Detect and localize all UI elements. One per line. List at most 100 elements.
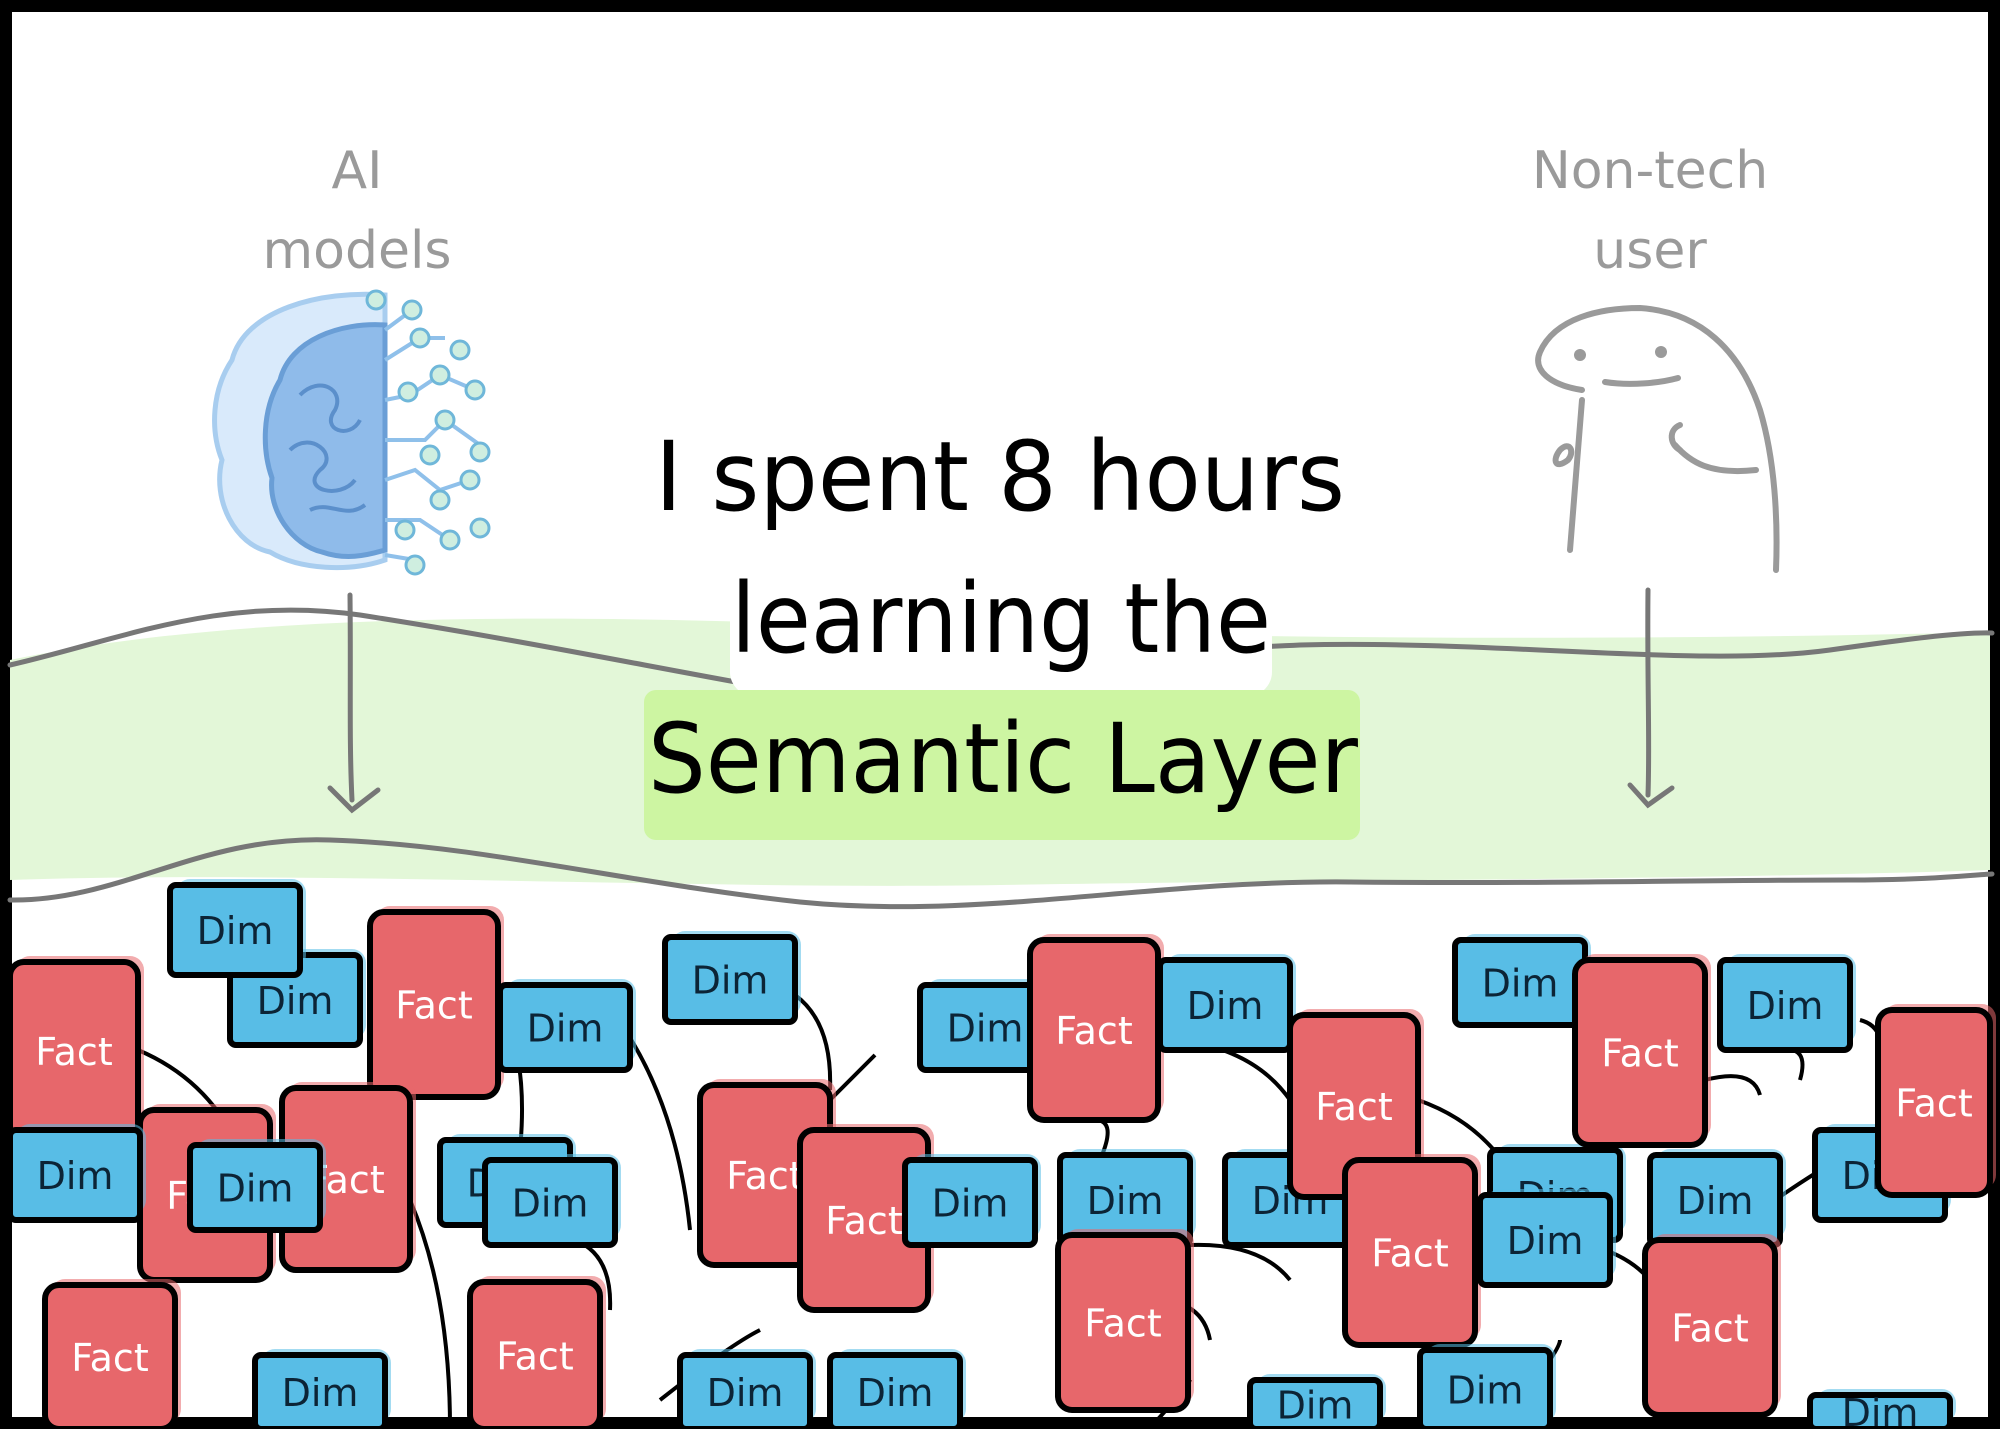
fact-table-label: Fact bbox=[825, 1199, 902, 1243]
data-model-tables: DimDimFactFactDimFactFactDimDimDimDimFac… bbox=[7, 879, 1996, 1429]
dim-table-box bbox=[1417, 1347, 1553, 1429]
dim-table: Dim bbox=[167, 879, 306, 978]
connector-line bbox=[408, 1199, 452, 1429]
fact-table: Fact bbox=[1055, 1229, 1194, 1413]
fact-table-label: Fact bbox=[1895, 1082, 1972, 1126]
dim-table-label: Dim bbox=[1087, 1179, 1164, 1223]
ai-models-label: AI bbox=[332, 141, 383, 201]
connector-line bbox=[828, 1053, 877, 1102]
dim-table-label: Dim bbox=[197, 909, 274, 953]
dim-table-label: Dim bbox=[527, 1007, 604, 1051]
dim-table-label: Dim bbox=[692, 959, 769, 1003]
fact-table-label: Fact bbox=[1601, 1032, 1678, 1076]
band-bottom-line bbox=[7, 837, 1995, 910]
dim-table-label: Dim bbox=[707, 1371, 784, 1415]
dim-table-label: Dim bbox=[947, 1007, 1024, 1051]
dim-table-label: Dim bbox=[282, 1371, 359, 1415]
dim-table-label: Dim bbox=[512, 1182, 589, 1226]
connector-line bbox=[793, 993, 833, 1091]
person-right-eye bbox=[1655, 346, 1667, 358]
fact-table-label: Fact bbox=[395, 984, 472, 1028]
headline-line-1: I spent 8 hours bbox=[655, 421, 1345, 533]
dim-table: Dim bbox=[1477, 1189, 1616, 1288]
dim-table-label: Dim bbox=[1507, 1219, 1584, 1263]
fact-table-label: Fact bbox=[1055, 1009, 1132, 1053]
connector-line bbox=[1704, 1074, 1762, 1096]
dim-table: Dim bbox=[1807, 1389, 1956, 1429]
dim-table-box bbox=[187, 1142, 323, 1233]
headline-line2-backing bbox=[730, 590, 1272, 696]
connector-line bbox=[1779, 1047, 1805, 1081]
circuit-nodes bbox=[365, 289, 491, 576]
fact-table: Fact bbox=[1287, 1009, 1424, 1200]
fact-table-label: Fact bbox=[496, 1335, 573, 1379]
dim-table-box bbox=[677, 1352, 813, 1429]
dim-table-label: Dim bbox=[1447, 1369, 1524, 1413]
dim-table-label: Dim bbox=[1747, 984, 1824, 1028]
dim-table: Dim bbox=[662, 931, 801, 1025]
fact-table: Fact bbox=[1572, 954, 1711, 1148]
fact-table-box bbox=[1342, 1157, 1478, 1348]
dim-table-box bbox=[1477, 1192, 1613, 1288]
dim-table-box bbox=[827, 1352, 963, 1429]
fact-table: Fact bbox=[42, 1279, 181, 1429]
dim-table: Dim bbox=[902, 1154, 1041, 1248]
connector-line bbox=[1189, 1242, 1292, 1282]
dim-table: Dim bbox=[1057, 1149, 1196, 1248]
dim-table: Dim bbox=[1717, 954, 1856, 1053]
dim-table-box bbox=[662, 934, 798, 1025]
dim-table-box bbox=[1157, 957, 1293, 1053]
dim-table: Dim bbox=[1157, 954, 1296, 1053]
dim-table: Dim bbox=[252, 1349, 391, 1429]
non-tech-user-label-2: user bbox=[1593, 221, 1707, 281]
semantic-highlight bbox=[644, 690, 1360, 840]
user-arrow bbox=[1627, 587, 1675, 809]
fact-table-label: Fact bbox=[1315, 1085, 1392, 1129]
dim-table: Dim bbox=[677, 1349, 816, 1429]
dim-table: Dim bbox=[187, 1139, 326, 1233]
fact-table: Fact bbox=[1875, 1004, 1996, 1198]
person-left-eye bbox=[1574, 349, 1586, 361]
fact-table: Fact bbox=[7, 956, 144, 1143]
dim-table: Dim bbox=[1417, 1344, 1556, 1429]
fact-table-box bbox=[1642, 1237, 1778, 1418]
dim-table-box bbox=[7, 1127, 143, 1223]
dim-table-label: Dim bbox=[857, 1371, 934, 1415]
fact-table-label: Fact bbox=[35, 1030, 112, 1074]
dim-table-label: Dim bbox=[1482, 962, 1559, 1006]
ai-arrow bbox=[327, 592, 381, 814]
fact-table-label: Fact bbox=[71, 1336, 148, 1380]
fact-table: Fact bbox=[1642, 1234, 1781, 1418]
dim-table: Dim bbox=[7, 1124, 146, 1223]
headline-line-2: learning the bbox=[731, 563, 1271, 675]
dim-table-label: Dim bbox=[1187, 984, 1264, 1028]
fact-table-label: Fact bbox=[726, 1154, 803, 1198]
fact-table-box bbox=[1572, 957, 1708, 1148]
fact-table: Fact bbox=[1342, 1154, 1481, 1348]
brain-inner-half bbox=[262, 322, 388, 559]
dim-table-box bbox=[482, 1157, 618, 1248]
dim-table-label: Dim bbox=[257, 979, 334, 1023]
dim-table-label: Dim bbox=[1677, 1179, 1754, 1223]
fact-table-box bbox=[1055, 1232, 1191, 1413]
dim-table-box bbox=[497, 982, 633, 1073]
dim-table: Dim bbox=[1452, 934, 1591, 1028]
dim-table: Dim bbox=[1647, 1149, 1786, 1248]
brain-circuit-icon bbox=[212, 289, 491, 576]
person-thumbs-up-icon bbox=[1535, 304, 1780, 573]
non-tech-user-label: Non-tech bbox=[1532, 141, 1768, 201]
dim-table-box bbox=[1807, 1392, 1953, 1429]
dim-table-label: Dim bbox=[1842, 1391, 1919, 1429]
dim-table-box bbox=[167, 882, 303, 978]
fact-table-box bbox=[1875, 1007, 1993, 1198]
fact-table-label: Fact bbox=[1671, 1307, 1748, 1351]
dim-table: Dim bbox=[482, 1154, 621, 1248]
brain-folds bbox=[288, 383, 367, 513]
dim-table-box bbox=[1717, 957, 1853, 1053]
dim-table-label: Dim bbox=[217, 1167, 294, 1211]
ai-models-label-2: models bbox=[262, 221, 451, 281]
dim-table-label: Dim bbox=[932, 1182, 1009, 1226]
dim-table: Dim bbox=[1247, 1374, 1386, 1429]
